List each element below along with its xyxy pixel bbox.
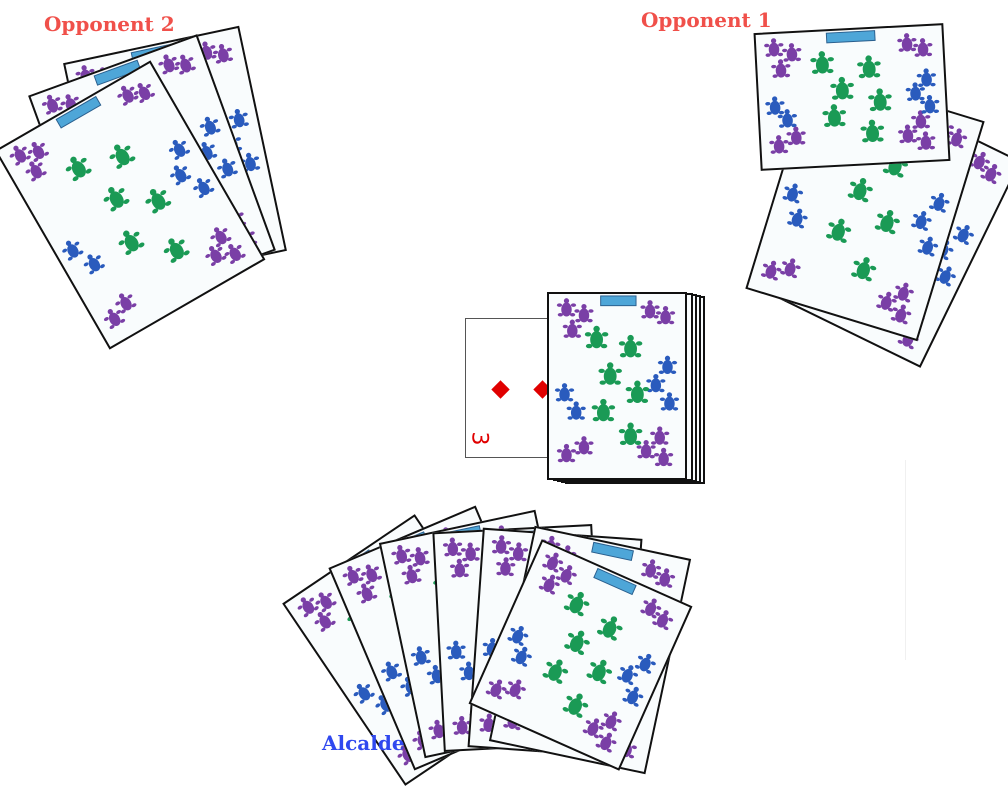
turtle-pattern-card-back-icon — [485, 552, 674, 753]
turtle-pattern-card-back-icon — [764, 30, 940, 154]
opponent-1-label: Opponent 1 — [641, 8, 772, 32]
hand-card[interactable] — [468, 539, 693, 771]
opponent-1-card-back — [753, 23, 951, 171]
card-rank: 3 — [466, 431, 492, 446]
opponent-2-label: Opponent 2 — [44, 12, 175, 36]
player-name-label: Alcalde — [322, 731, 405, 755]
turtle-pattern-card-back-icon — [9, 83, 246, 330]
opponent-2-card-back — [0, 60, 266, 350]
stock-top-card[interactable] — [547, 292, 687, 480]
background-guide-line — [905, 460, 906, 660]
turtle-pattern-card-back-icon — [554, 295, 680, 467]
diamond-icon — [491, 380, 510, 399]
